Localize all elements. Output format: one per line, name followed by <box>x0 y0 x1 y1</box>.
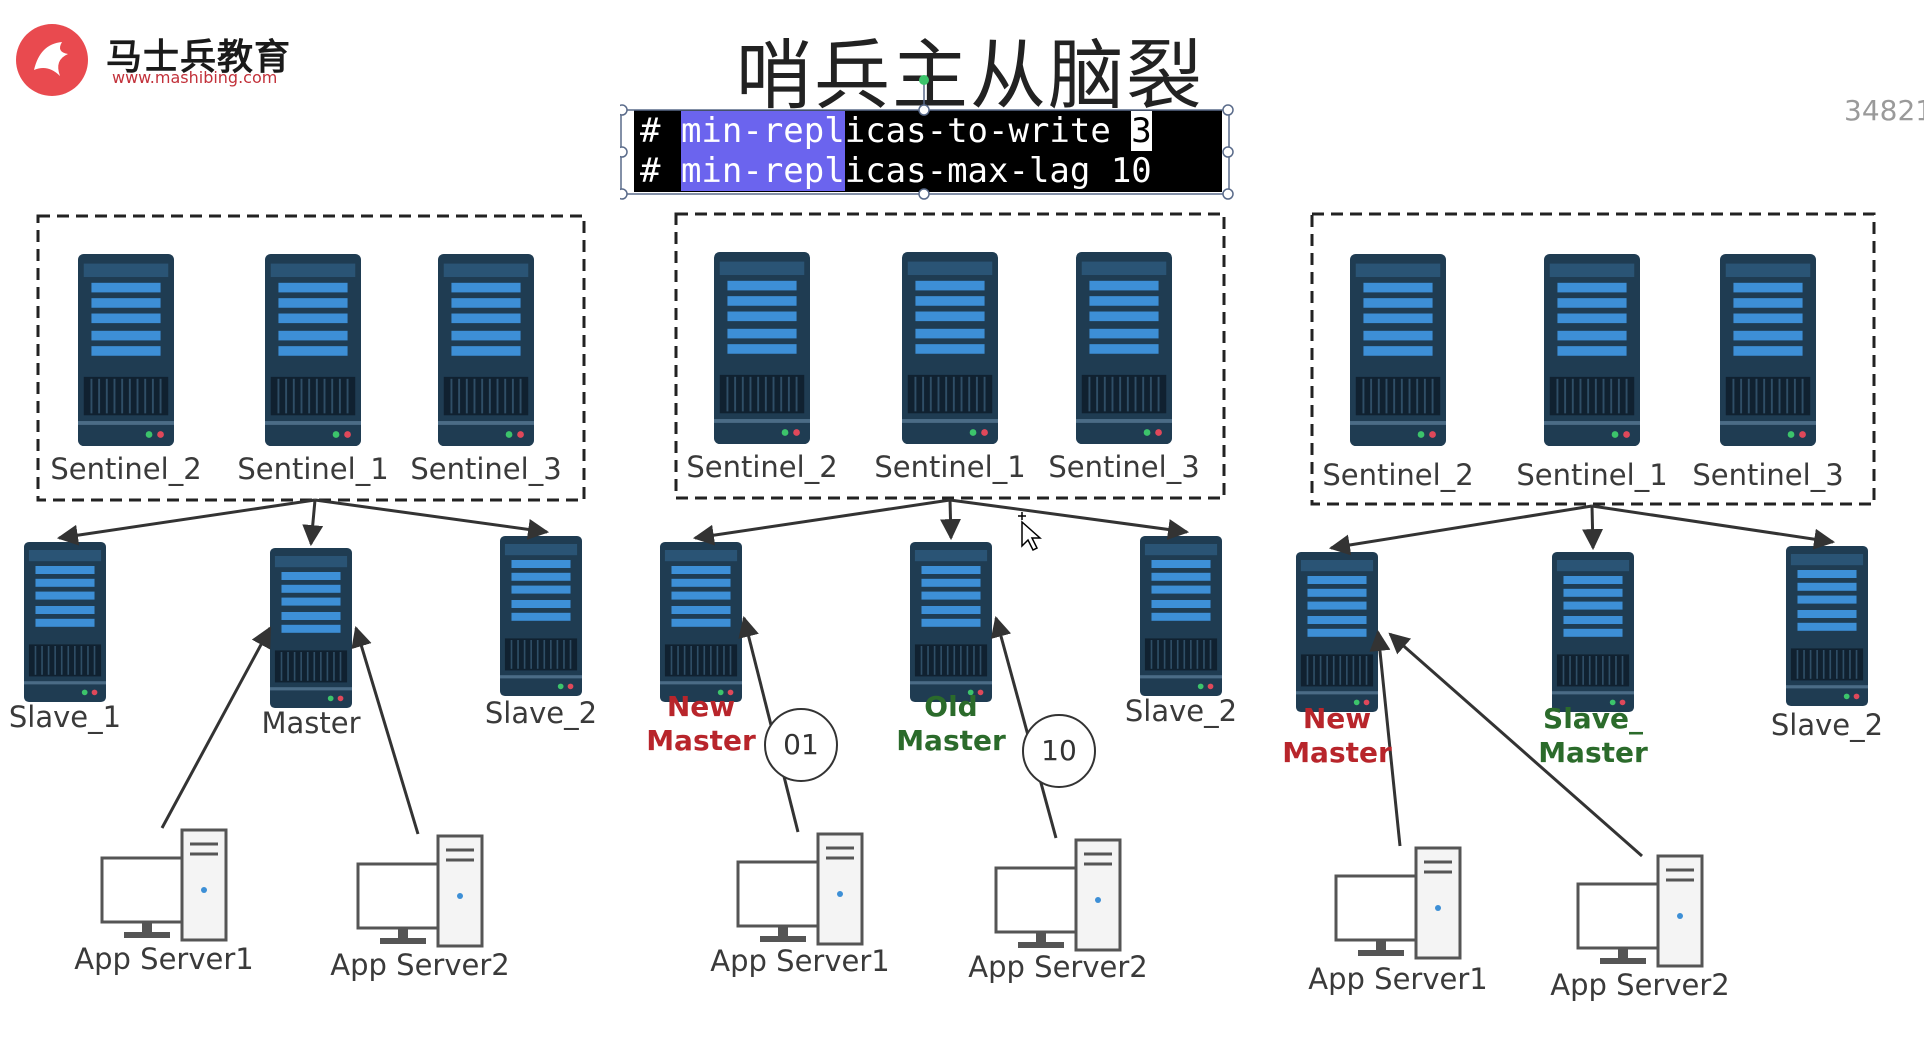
redis-node-server-icon <box>269 547 353 709</box>
app-server-label: App Server1 <box>710 944 890 978</box>
node-role-label: Slave_Master <box>1538 702 1648 769</box>
sentinel-group-2 <box>674 212 1226 500</box>
sentinel-to-node-arrow <box>692 498 951 546</box>
sentinel-server-icon <box>713 251 811 445</box>
sentinel-server-icon <box>901 251 999 445</box>
sentinel-server-icon <box>1349 253 1447 447</box>
client-to-node-arrow <box>990 615 1058 839</box>
client-to-node-arrow <box>160 626 272 829</box>
sentinel-to-node-arrow <box>1591 504 1836 550</box>
sentinel-server-icon <box>437 253 535 447</box>
sentinel-label: Sentinel_3 <box>1692 458 1844 492</box>
slide-counter: 34821 <box>1844 94 1924 127</box>
page-title: 哨兵主从脑裂 <box>736 31 1204 120</box>
redis-node-server-icon <box>909 541 993 703</box>
node-label: Slave_2 <box>1124 694 1238 728</box>
client-to-node-arrow <box>1369 629 1402 847</box>
sentinel-server-icon <box>264 253 362 447</box>
sentinel-to-node-arrow <box>314 498 550 540</box>
node-label: Slave_1 <box>8 700 122 734</box>
sentinel-label: Sentinel_2 <box>686 450 838 484</box>
sentinel-server-icon <box>1075 251 1173 445</box>
app-server-icon <box>1576 854 1704 968</box>
brand-name: 马士兵教育 <box>106 37 292 78</box>
sentinel-label: Sentinel_3 <box>410 452 562 486</box>
app-server-icon <box>1334 846 1462 960</box>
sentinel-label: Sentinel_3 <box>1048 450 1200 484</box>
sentinel-label: Sentinel_1 <box>1516 458 1668 492</box>
redis-node-server-icon <box>499 535 583 697</box>
node-label: Master <box>261 706 361 740</box>
sentinel-server-icon <box>1719 253 1817 447</box>
brand-logo-icon <box>16 24 88 96</box>
app-server-icon <box>994 838 1122 952</box>
selection-frame <box>620 75 1234 200</box>
replica-count-bubble: 10 <box>1022 714 1096 788</box>
brand-url: www.mashibing.com <box>112 68 278 87</box>
app-server-label: App Server2 <box>1550 968 1730 1002</box>
config-line-2: # min-replicas-max-lag 10 <box>640 151 1152 191</box>
redis-node-server-icon <box>659 541 743 703</box>
client-to-node-arrow <box>351 625 420 835</box>
sentinel-to-node-arrow <box>949 498 1190 540</box>
node-label: Slave_2 <box>1770 708 1884 742</box>
mouse-cursor-icon <box>1018 512 1042 552</box>
redis-node-server-icon <box>1551 551 1635 713</box>
redis-node-server-icon <box>23 541 107 703</box>
node-label: Slave_2 <box>484 696 598 730</box>
app-server-label: App Server1 <box>1308 962 1488 996</box>
app-server-label: App Server1 <box>74 942 254 976</box>
sentinel-server-icon <box>77 253 175 447</box>
sentinel-to-node-arrow <box>1328 504 1593 556</box>
config-line-1: # min-replicas-to-write 3 <box>640 111 1152 151</box>
redis-node-server-icon <box>1139 535 1223 697</box>
sentinel-group-3 <box>1310 212 1876 506</box>
app-server-icon <box>736 832 864 946</box>
sentinel-to-node-arrow <box>56 498 316 546</box>
sentinel-label: Sentinel_2 <box>1322 458 1474 492</box>
app-server-icon <box>100 828 228 942</box>
sentinel-to-node-arrow <box>940 499 961 541</box>
redis-node-server-icon <box>1785 545 1869 707</box>
replica-count-bubble: 01 <box>764 708 838 782</box>
sentinel-label: Sentinel_1 <box>237 452 389 486</box>
sentinel-label: Sentinel_1 <box>874 450 1026 484</box>
sentinel-label: Sentinel_2 <box>50 452 202 486</box>
sentinel-to-node-arrow <box>1582 505 1604 551</box>
app-server-label: App Server2 <box>330 948 510 982</box>
redis-node-server-icon <box>1295 551 1379 713</box>
client-to-node-arrow <box>1388 632 1643 858</box>
app-server-label: App Server2 <box>968 950 1148 984</box>
app-server-icon <box>356 834 484 948</box>
config-snippet[interactable]: # min-replicas-to-write 3 # min-replicas… <box>634 110 1222 192</box>
sentinel-server-icon <box>1543 253 1641 447</box>
sentinel-to-node-arrow <box>302 499 324 547</box>
